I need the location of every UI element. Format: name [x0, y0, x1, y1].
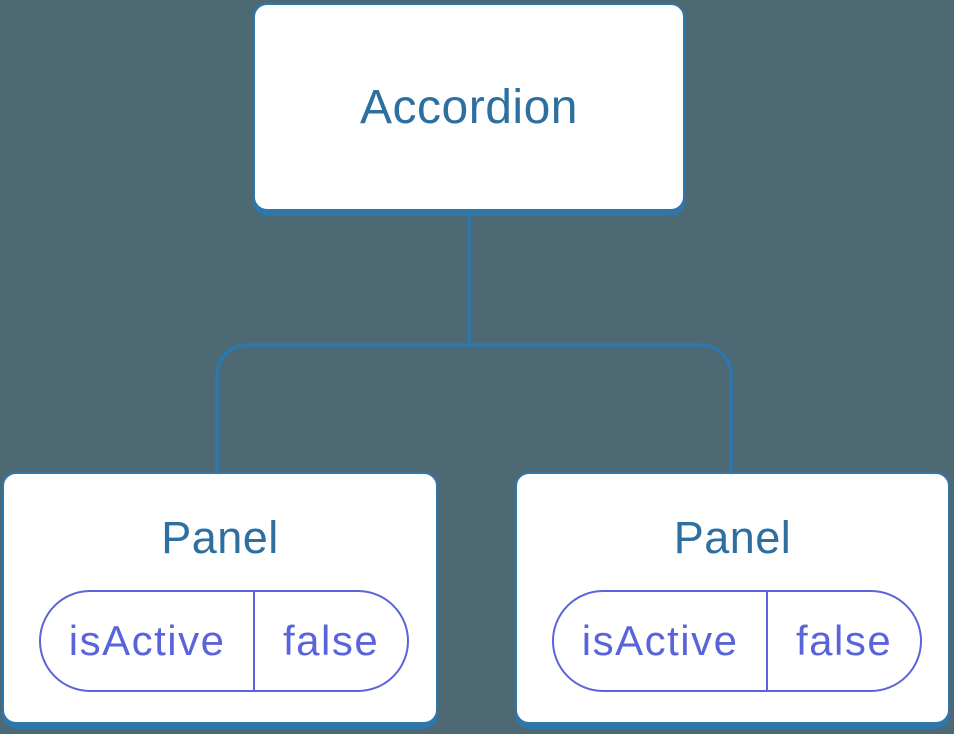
connector-stem: [467, 211, 471, 345]
panel-node-label: Panel: [161, 512, 279, 563]
state-key: isActive: [554, 592, 769, 690]
node-panel-2: Panel isActive false: [515, 472, 950, 724]
state-pill: isActive false: [552, 590, 922, 692]
state-pill: isActive false: [39, 590, 409, 692]
node-accordion: Accordion: [253, 3, 685, 211]
state-key: isActive: [41, 592, 256, 690]
state-value: false: [283, 617, 380, 664]
accordion-node-label: Accordion: [360, 80, 578, 134]
panel-node-label: Panel: [673, 512, 792, 563]
state-value: false: [796, 617, 893, 664]
node-panel-1: Panel isActive false: [2, 472, 438, 724]
connector-bracket: [215, 343, 733, 472]
